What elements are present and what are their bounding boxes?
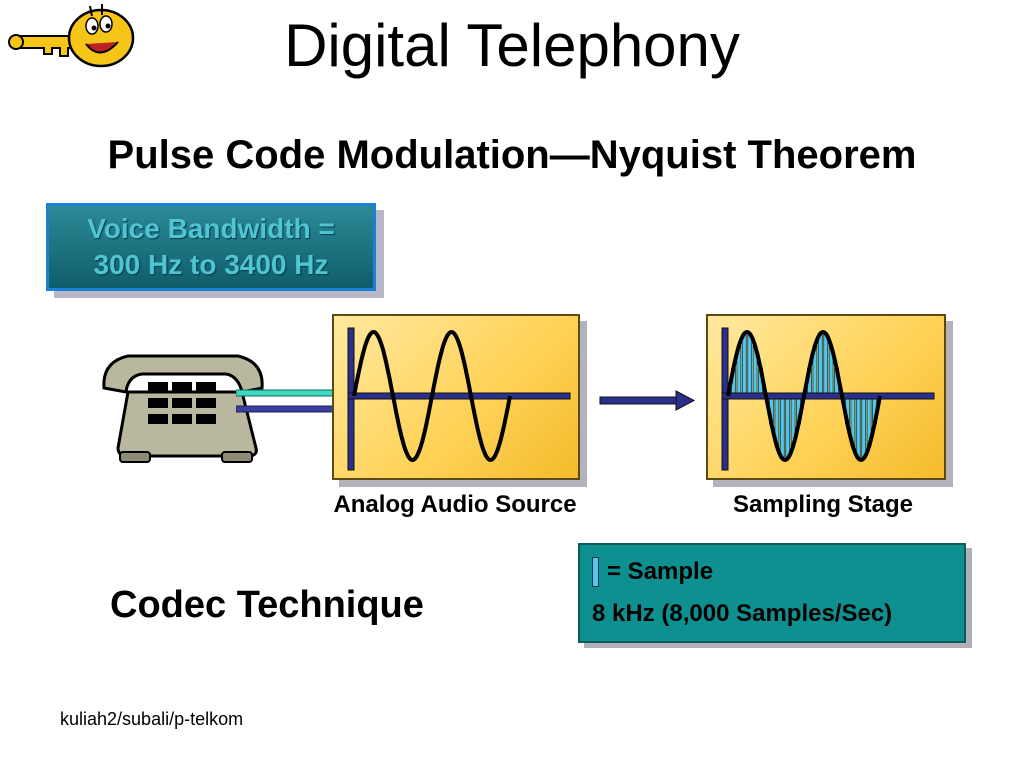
sample-marker-icon xyxy=(592,557,599,587)
sampling-horizontal-axis xyxy=(721,392,935,400)
analog-audio-source-panel xyxy=(332,314,580,480)
sample-line xyxy=(855,395,861,459)
sampled-sine-wave xyxy=(726,329,882,463)
sample-line xyxy=(779,395,785,459)
footer-source: kuliah2/subali/p-telkom xyxy=(60,709,244,729)
voice-bandwidth-line-2: 300 Hz to 3400 Hz xyxy=(93,249,329,280)
sample-line xyxy=(785,395,791,459)
sample-legend-box: = Sample 8 kHz (8,000 Samples/Sec) xyxy=(578,543,966,643)
desk-telephone-icon xyxy=(102,354,264,463)
slide-title: Digital Telephony xyxy=(284,12,740,79)
phone-cable xyxy=(236,389,336,413)
analog-wave-graph xyxy=(347,327,571,471)
slide-subtitle: Pulse Code Modulation—Nyquist Theorem xyxy=(107,133,917,177)
codec-technique-label: Codec Technique xyxy=(110,584,424,626)
analog-audio-source-caption: Analog Audio Source xyxy=(333,491,577,518)
voice-bandwidth-line-1: Voice Bandwidth = xyxy=(87,213,335,244)
sampled-wave-graph xyxy=(721,327,935,471)
sample-line xyxy=(747,333,753,397)
sample-line xyxy=(817,333,823,397)
sampling-stage-caption: Sampling Stage xyxy=(732,491,914,518)
arrow-right-icon xyxy=(599,390,696,411)
sample-line xyxy=(741,333,747,397)
sampling-stage-panel xyxy=(706,314,946,480)
sample-legend-row: = Sample xyxy=(592,557,713,587)
analog-sine-wave xyxy=(352,329,512,463)
sample-rate-label: 8 kHz (8,000 Samples/Sec) xyxy=(592,600,893,627)
analog-horizontal-axis xyxy=(347,392,571,400)
voice-bandwidth-callout: Voice Bandwidth = 300 Hz to 3400 Hz xyxy=(46,203,376,291)
sample-legend-label: = Sample xyxy=(607,558,714,585)
key-character-icon xyxy=(8,4,135,68)
sample-line xyxy=(823,333,829,397)
sample-line xyxy=(861,395,867,459)
